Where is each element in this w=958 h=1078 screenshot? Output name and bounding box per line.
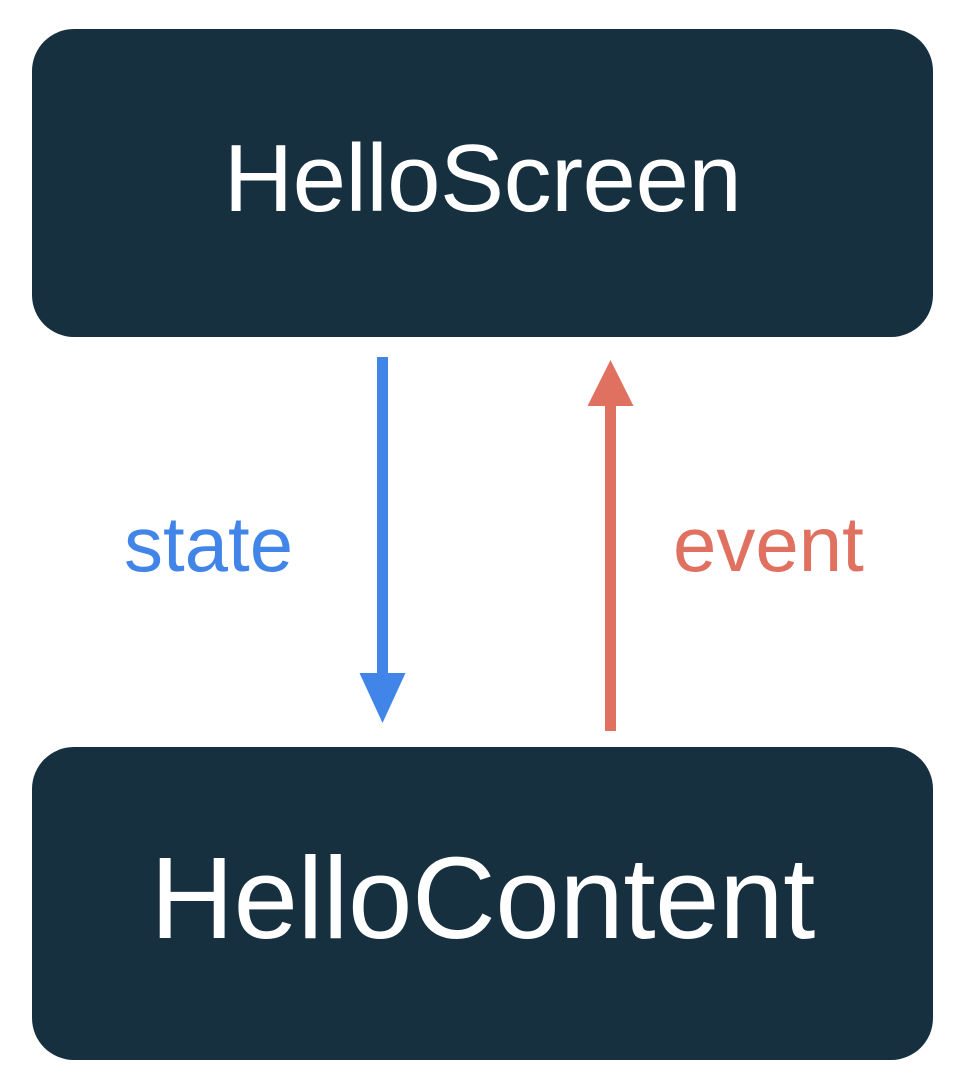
node-hello-content[interactable]: HelloContent (32, 747, 933, 1060)
edge-label-event: event (673, 500, 864, 588)
node-hello-content-label: HelloContent (150, 832, 815, 963)
edge-label-state: state (124, 500, 294, 588)
event-arrow-head-icon (587, 360, 634, 406)
event-arrow (587, 360, 634, 731)
state-arrow (359, 357, 406, 723)
node-hello-screen-label: HelloScreen (223, 125, 742, 232)
event-arrow-shaft (605, 404, 616, 731)
state-arrow-head-icon (359, 673, 406, 723)
node-hello-screen[interactable]: HelloScreen (32, 29, 933, 337)
state-arrow-shaft (377, 357, 388, 675)
